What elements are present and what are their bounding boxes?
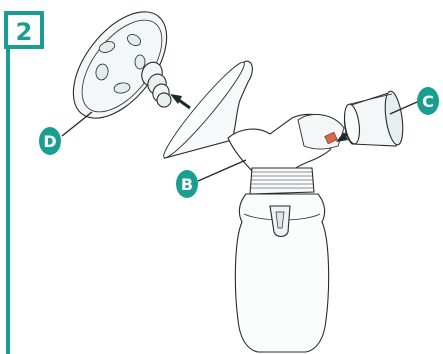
callout-d: D: [39, 127, 61, 155]
callout-c: C: [417, 87, 439, 115]
insert-arrow: [170, 94, 190, 108]
leader-b: [198, 160, 246, 181]
callout-b-label: B: [181, 175, 193, 194]
callout-c-label: C: [422, 92, 434, 111]
massage-cushion-part-d: [55, 0, 185, 135]
callout-b: B: [176, 170, 198, 198]
step-indicator: 2: [6, 13, 42, 354]
bottle: [235, 194, 328, 352]
leader-d: [62, 112, 92, 136]
step-number: 2: [16, 18, 33, 46]
membrane-cap-part-c: [342, 90, 405, 146]
callout-d-label: D: [43, 132, 56, 151]
